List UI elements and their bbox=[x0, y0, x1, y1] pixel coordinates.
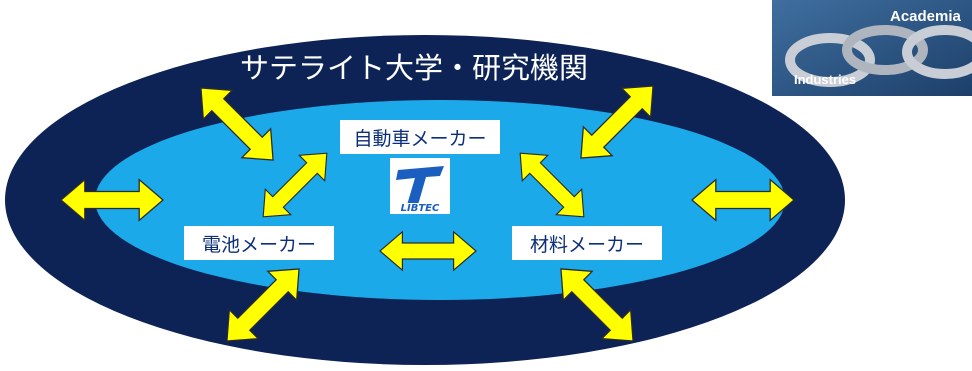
materials-maker-text: 材料メーカー bbox=[529, 233, 644, 256]
materials-maker-label: 材料メーカー bbox=[512, 226, 662, 260]
chain-photo-labels: Academia Industries bbox=[772, 0, 972, 96]
battery-maker-text: 電池メーカー bbox=[201, 233, 316, 256]
chain-image bbox=[772, 0, 972, 96]
automaker-label: 自動車メーカー bbox=[340, 120, 500, 154]
academia-label: Academia bbox=[890, 8, 961, 25]
battery-maker-label: 電池メーカー bbox=[184, 226, 334, 260]
industries-label: Industries bbox=[794, 72, 857, 87]
satellite-institutions-label: サテライト大学・研究機関 bbox=[239, 51, 588, 85]
libtec-logo-text: LIBTEC bbox=[390, 203, 450, 214]
automaker-text: 自動車メーカー bbox=[353, 127, 487, 150]
